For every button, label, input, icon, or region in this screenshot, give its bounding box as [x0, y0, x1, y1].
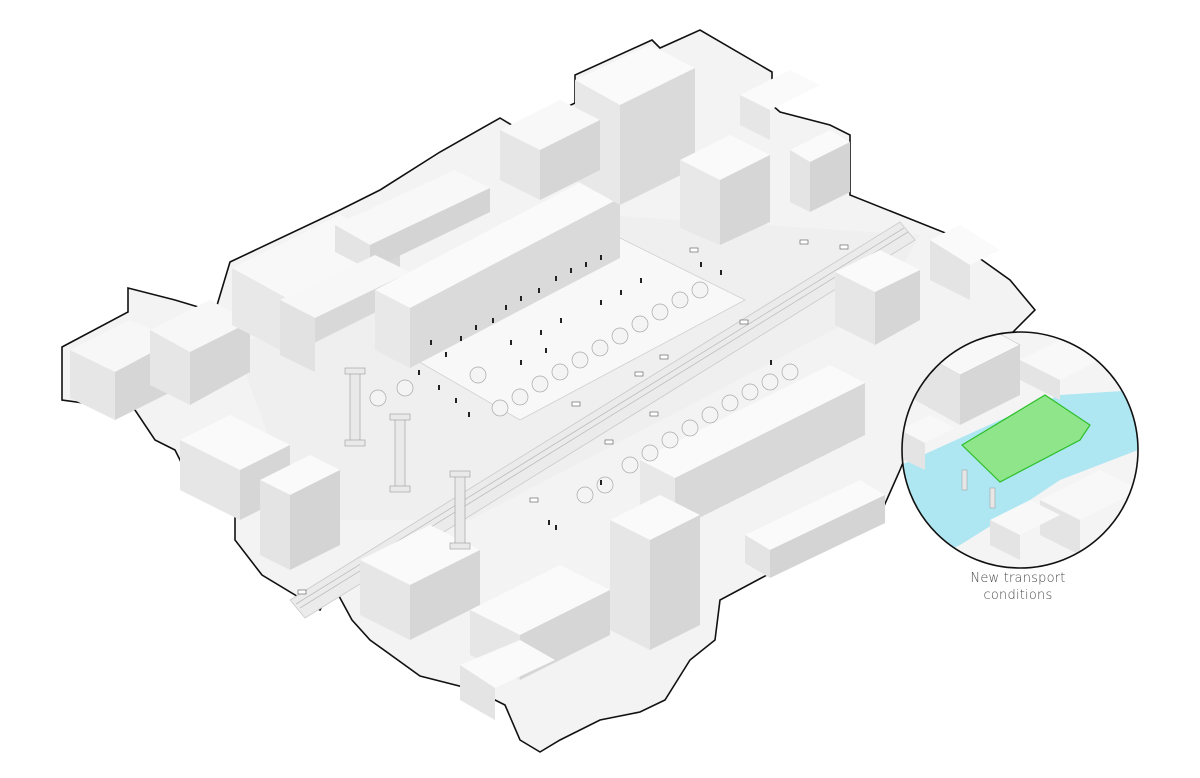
- caption: New transport conditions: [948, 570, 1088, 604]
- caption-line-2: conditions: [948, 587, 1088, 604]
- caption-line-1: New transport: [948, 570, 1088, 587]
